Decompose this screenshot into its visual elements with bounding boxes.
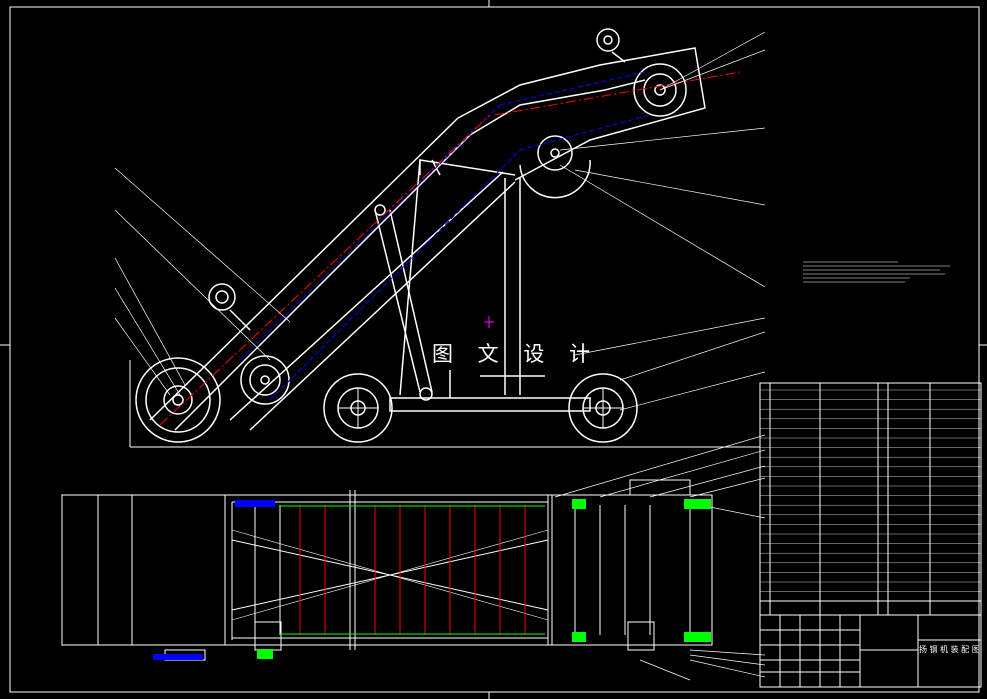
title-block bbox=[759, 614, 982, 688]
conveyor-belt bbox=[239, 71, 651, 401]
left-wheel bbox=[323, 373, 393, 443]
technical-notes bbox=[803, 261, 950, 283]
elevation-view bbox=[129, 28, 760, 448]
head-sprocket bbox=[633, 63, 687, 117]
drawing-title: 扬 钢 机 装 配 图 bbox=[919, 645, 980, 654]
marker bbox=[484, 316, 494, 328]
lower-sprocket bbox=[240, 355, 290, 405]
right-wheel bbox=[568, 373, 638, 443]
plan-view bbox=[61, 479, 713, 661]
plan-blue-part bbox=[235, 500, 275, 507]
plan-green-parts bbox=[257, 499, 711, 659]
parts-list bbox=[759, 382, 982, 616]
pickup-drum bbox=[135, 357, 221, 443]
plan-red-rungs bbox=[299, 505, 526, 635]
center-lines bbox=[159, 71, 741, 426]
watermark: 图 文 设 计 bbox=[432, 342, 600, 366]
plan-blue-spring bbox=[153, 654, 203, 660]
leader-lines bbox=[114, 31, 766, 681]
parts-list-rows bbox=[760, 389, 981, 592]
